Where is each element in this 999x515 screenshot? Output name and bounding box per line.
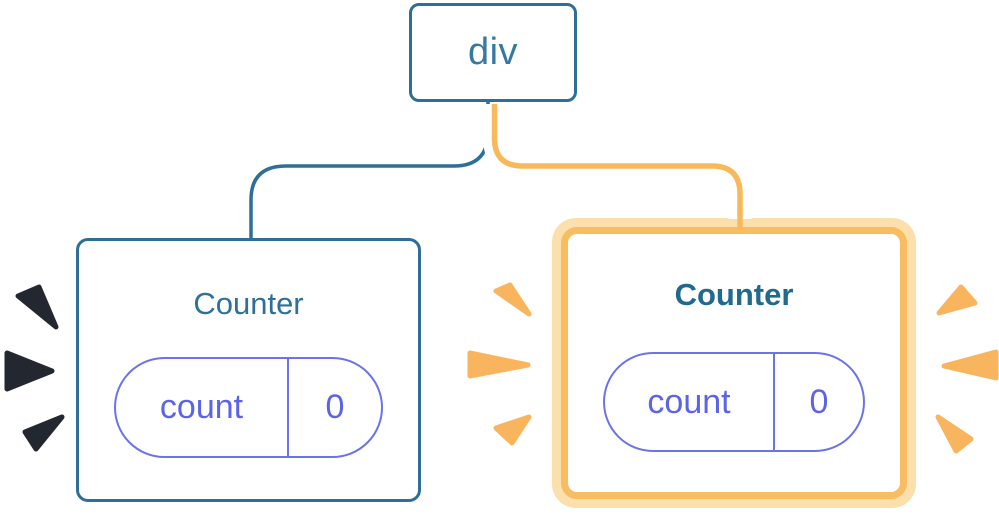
burst-orange-top-left-icon [493,282,532,317]
state-pill: count 0 [603,352,865,452]
state-value: 0 [809,382,829,421]
counter-title: Counter [193,286,304,321]
render-burst-group-orange-left [467,282,532,446]
burst-dark-top-icon [15,284,59,330]
burst-dark-middle-icon [4,350,55,392]
connector-div-to-left-counter [249,100,490,240]
state-key-label: count [647,382,731,421]
render-burst-group-dark [4,284,65,452]
burst-orange-bottom-left-icon [493,414,532,446]
connector-casing [483,104,752,219]
burst-orange-bottom-right-icon [935,414,974,454]
state-value: 0 [325,388,345,426]
tree-node-counter-left: Counter count 0 [76,238,421,502]
connector-div-to-right-counter [491,104,743,229]
burst-orange-top-right-icon [936,284,978,316]
state-pill-divider [773,354,775,450]
div-node-label: div [467,31,519,73]
burst-orange-middle-right-icon [941,349,999,381]
counter-title: Counter [674,277,794,312]
tree-node-div: div [409,3,577,102]
state-pill-divider [287,359,289,456]
render-burst-group-orange-right [935,284,999,454]
state-key-label: count [159,388,244,426]
tree-node-counter-right-highlight: Counter count 0 [552,218,916,508]
burst-orange-middle-left-icon [467,350,531,379]
state-pill: count 0 [114,357,383,458]
tree-node-counter-right: Counter count 0 [561,227,907,499]
burst-dark-bottom-icon [22,414,65,452]
